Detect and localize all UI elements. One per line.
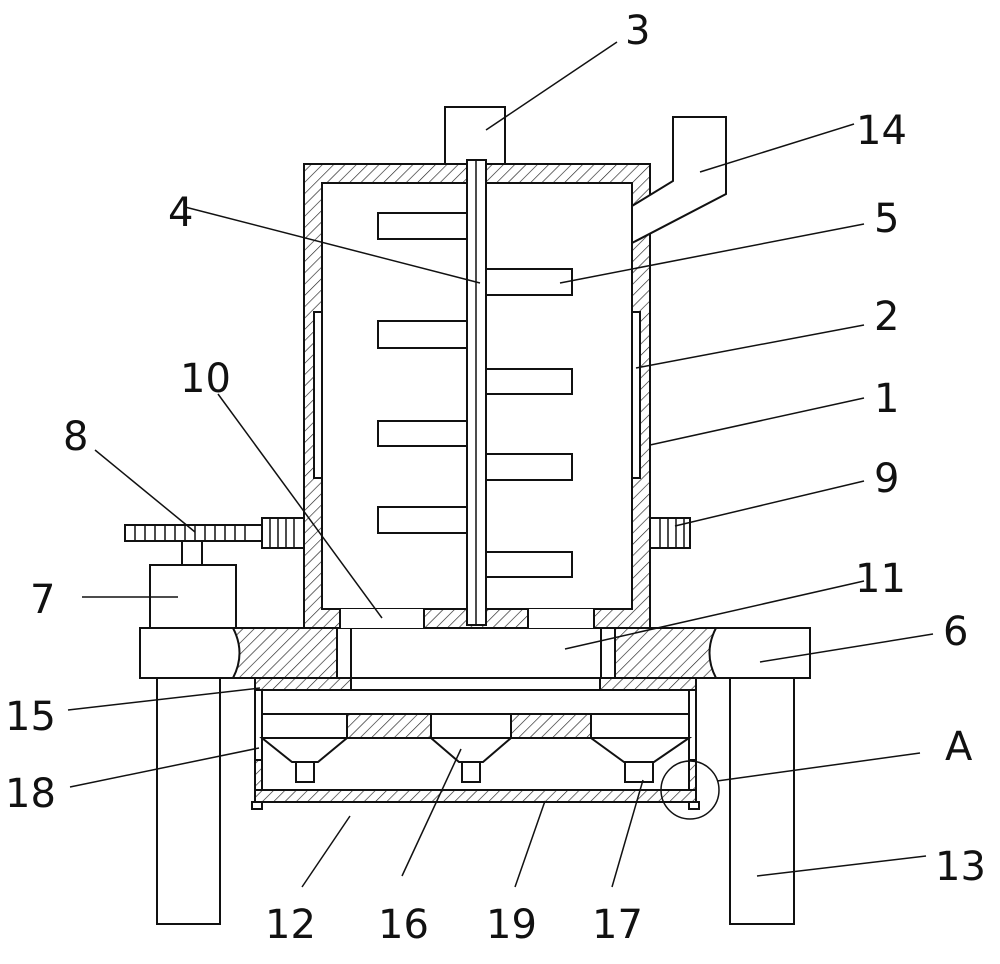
label-7: 7 [30, 577, 55, 623]
label-18: 18 [5, 771, 56, 817]
label-15: 15 [5, 694, 56, 740]
label-2: 2 [874, 294, 899, 340]
base-plate [140, 628, 810, 678]
label-14: 14 [856, 108, 907, 154]
label-8: 8 [63, 414, 88, 460]
label-3: 3 [625, 8, 650, 54]
label-1: 1 [874, 376, 899, 422]
label-16: 16 [378, 902, 429, 948]
discharge-hoppers [262, 738, 689, 782]
label-a: A [945, 724, 973, 770]
label-17: 17 [592, 902, 643, 948]
side-bearing-left [262, 518, 304, 548]
label-11: 11 [855, 556, 906, 602]
screen-mesh [252, 790, 699, 809]
label-4: 4 [168, 190, 193, 236]
label-5: 5 [874, 196, 899, 242]
label-10: 10 [180, 356, 231, 402]
stirring-shaft [467, 160, 486, 625]
label-6: 6 [943, 609, 968, 655]
label-19: 19 [486, 902, 537, 948]
label-12: 12 [265, 902, 316, 948]
label-9: 9 [874, 456, 899, 502]
side-bearing-right [650, 518, 690, 548]
label-13: 13 [935, 844, 986, 890]
top-motor [445, 107, 505, 164]
